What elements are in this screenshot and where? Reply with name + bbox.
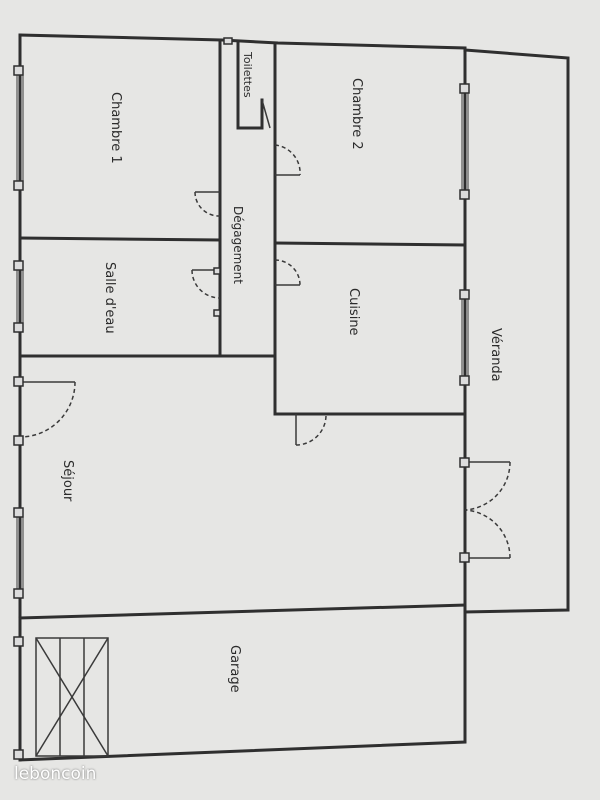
doors <box>19 99 511 559</box>
label-degagement: Dégagement <box>231 206 245 284</box>
label-toilettes: Toilettes <box>241 51 254 98</box>
room-labels: Chambre 1 Toilettes Chambre 2 Dégagement… <box>60 51 503 693</box>
label-sejour: Séjour <box>60 460 75 502</box>
label-cuisine: Cuisine <box>346 288 361 336</box>
label-chambre1: Chambre 1 <box>108 92 123 164</box>
window-posts <box>13 37 470 760</box>
label-garage: Garage <box>227 645 242 693</box>
windows <box>16 70 469 595</box>
label-veranda: Véranda <box>488 328 503 382</box>
label-chambre2: Chambre 2 <box>349 78 364 150</box>
leboncoin-watermark: leboncoin <box>14 764 97 784</box>
label-salle-eau: Salle d'eau <box>102 262 117 334</box>
staircase <box>35 637 109 757</box>
walls <box>18 33 570 762</box>
